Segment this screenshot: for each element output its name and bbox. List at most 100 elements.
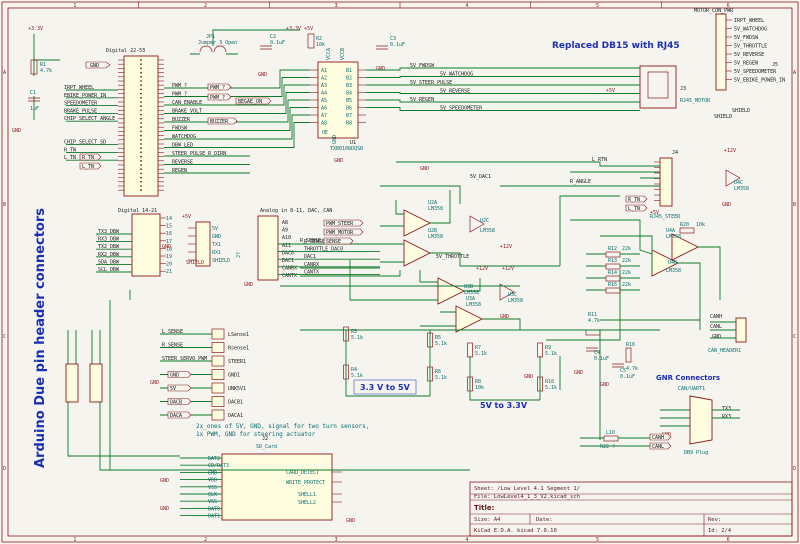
analog-pin: DAC1 [282,258,294,264]
j4-rtn-label: R_TN [625,195,648,203]
title-block-lines [470,493,792,536]
frame-col-bottom: 6 [727,537,730,543]
u2a-value: LM358 [428,206,443,212]
j3-shield: SHIELD [714,114,732,120]
digital-header-net-left: CHIP_SELECT_SD [64,140,106,146]
jp1-ref: JP1 [206,34,215,40]
u2c-body [469,215,485,233]
u3a-value: LM358 [466,302,481,308]
svg-text:R_TN: R_TN [82,155,94,161]
r2-ref: R2 [316,36,322,42]
sensor-item: STEER1 [228,359,246,365]
pwm-label-1: PWM_? [207,83,232,91]
u1-oe: OE [322,130,328,136]
digital-header-ref: Digital 22-53 [106,48,145,54]
u1-ref: U1 [350,140,356,146]
analog-pin: A9 [282,228,288,234]
u1-pin-b: B1 [346,68,352,74]
u4c-12v: +12V [724,148,736,154]
sd-pin-left: DAT1 [208,514,220,520]
sd-pin-right: CARD_DETECT [286,470,319,476]
gnr-title: GNR Connectors [656,374,720,382]
icsp-ref: J? [236,252,242,258]
resistor-ref: R16 [626,342,635,348]
db15-title: Replaced DB15 with RJ45 [552,41,680,51]
sensor-item: LSense1 [228,332,249,338]
supply-33-5v-top: +3.3V +5V [286,26,313,32]
analog-net: THROTTLE_DAC0 [304,247,343,253]
resistor-value: 5.1k [475,351,487,357]
resistor-ref: R12 [608,246,617,252]
sensor-item: UNK5V1 [228,386,246,392]
resistor-ref: R7 [475,345,481,351]
u3a-body [455,305,484,333]
sensor-net: STEER_SERVO_PWM [162,356,207,362]
frame-row-right: D [793,466,796,472]
j1-wires [67,330,180,471]
sensor-net: L_SENSE [162,329,183,335]
u4b-value: LM358 [666,268,681,274]
digital14-net: TX2_DBW [98,244,120,250]
u4c-value: LM358 [734,186,749,192]
svg-text:CANL: CANL [652,444,664,450]
sd-pin-left: VDD [208,478,217,484]
analog-pin: CANRX [282,266,297,272]
svg-text:CANH: CANH [652,435,664,441]
u1-pin-a: A2 [321,76,327,82]
bottom-wires [109,285,601,471]
u2a-ref: U2A [428,200,437,206]
net-throttle: 5V_THROTTLE [436,254,469,260]
icsp-gnd: GND [162,244,171,250]
u1-vccb: VCCB [340,48,346,60]
frame-col-bottom: 5 [596,537,599,543]
analog-net: R_SENSE [304,239,325,245]
digital-header-net-right: WATCHDOG [172,134,196,140]
sd-pin-left: VSS [208,499,217,505]
svg-text:BUZZER: BUZZER [210,119,229,125]
jp1-value: Jumper_3_Open [198,40,237,46]
resistor-ref: R11 [588,312,597,318]
digital-header-net-right: STEER_PULSE_R_DIRN [172,151,226,157]
resistor-ref: R9 [545,345,551,351]
resistor-value: 5.1k [545,385,557,391]
gnd-c4: GND [574,370,583,376]
sd-body [221,453,333,521]
u4c-body [725,169,741,187]
u2b-body [403,239,432,267]
u3c-gnd: GND [500,314,509,320]
resistor-ref: R3 [351,329,357,335]
j5-body [715,13,727,91]
c3-body [376,45,388,50]
u1-pin-a: A5 [321,98,327,104]
resistor-ref: R13 [608,258,617,264]
gnd-c1: GND [12,128,21,134]
digital14-pin: 17 [166,239,172,245]
digital14-net: SDA_DBW [98,259,120,265]
frame-row-right: A [793,70,796,76]
digital14-net: RX3_DBW [98,237,120,243]
j4-pins [654,161,660,201]
u1-pin-b: B4 [346,91,352,97]
j3-net: 5V_FWDSW [410,63,435,69]
c4-body [586,347,598,352]
sd-gnd-3: GND [346,518,355,524]
analog-ref: Analog in 8-11, DAC, CAN [260,208,332,214]
frame-col-top: 2 [204,3,207,9]
c5-value: 0.1uF [620,374,635,380]
sensor-net: GND [170,373,179,379]
c3-value: 0.1uF [390,42,405,48]
digital14-net: SCL_DBW [98,267,120,273]
ltn-label: L_TN [79,162,102,170]
uart-rx3: RX3 [722,414,731,420]
j5-pin: 5V_REGEN [734,61,758,67]
digital-header-net-left: EBIKE_POWER_IN [64,93,106,99]
digital14-pin: 18 [166,246,172,252]
icsp-5v-supply: +5V [182,214,191,220]
u4b-ref: U4B [668,260,677,266]
svg-text:GND: GND [90,63,99,69]
icsp-pin: 5V [212,226,218,232]
sd-pin-left: DAT0 [208,506,220,512]
